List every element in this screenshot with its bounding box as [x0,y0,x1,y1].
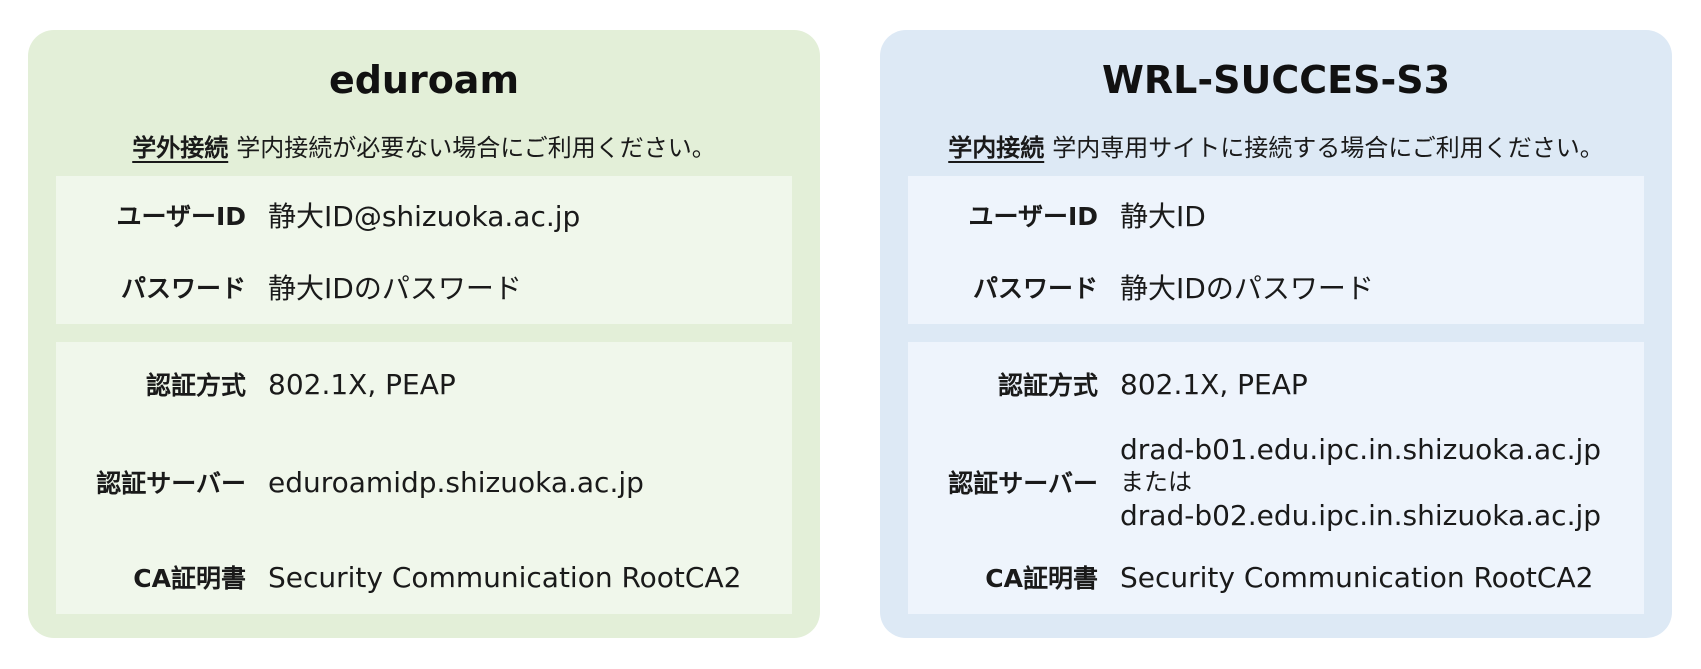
eduroam-card: eduroam 学外接続学内接続が必要ない場合にご利用ください。 ユーザーID … [28,30,820,638]
ca-certificate-row: CA証明書 Security Communication RootCA2 [56,541,792,613]
password-label: パスワード [120,274,246,303]
card-title: WRL-SUCCES-S3 [1101,58,1451,102]
password-row: パスワード 静大IDのパスワード [56,251,792,323]
user-id-label: ユーザーID [968,202,1098,231]
auth-server-value: drad-b01.edu.ipc.in.shizuoka.ac.jp または d… [1098,433,1601,532]
auth-method-row: 認証方式 802.1X, PEAP [56,345,792,423]
user-id-value: 静大ID@shizuoka.ac.jp [268,200,581,233]
auth-method-value: 802.1X, PEAP [1120,367,1308,401]
credentials-panel: ユーザーID 静大ID パスワード 静大IDのパスワード [908,176,1644,324]
user-id-row: ユーザーID 静大ID@shizuoka.ac.jp [56,179,792,251]
auth-server-label: 認証サーバー [96,469,246,498]
auth-server-primary: drad-b01.edu.ipc.in.shizuoka.ac.jp [1120,432,1602,466]
user-id-label: ユーザーID [116,202,246,231]
auth-server-or: または [1120,467,1192,496]
password-value: 静大IDのパスワード [268,272,522,305]
card-description: 学外接続学内接続が必要ない場合にご利用ください。 [56,124,792,176]
ca-certificate-label: CA証明書 [133,564,246,593]
ca-certificate-value: Security Communication RootCA2 [268,560,742,594]
auth-method-label: 認証方式 [997,371,1098,400]
auth-server-row: 認証サーバー eduroamidp.shizuoka.ac.jp [56,423,792,541]
description-text: 学内接続が必要ない場合にご利用ください。 [236,134,716,162]
user-id-row: ユーザーID 静大ID [908,179,1644,251]
credentials-panel: ユーザーID 静大ID@shizuoka.ac.jp パスワード 静大IDのパス… [56,176,792,324]
password-row: パスワード 静大IDのパスワード [908,251,1644,323]
connection-type-tag: 学外接続 [132,134,229,162]
user-id-value: 静大ID [1120,200,1206,233]
ca-certificate-row: CA証明書 Security Communication RootCA2 [908,541,1644,613]
card-description: 学内接続学内専用サイトに接続する場合にご利用ください。 [908,124,1644,176]
auth-server-value: eduroamidp.shizuoka.ac.jp [268,465,644,499]
ca-certificate-value: Security Communication RootCA2 [1120,560,1594,594]
auth-method-row: 認証方式 802.1X, PEAP [908,345,1644,423]
password-label: パスワード [972,274,1098,303]
auth-server-row: 認証サーバー drad-b01.edu.ipc.in.shizuoka.ac.j… [908,423,1644,541]
card-title: eduroam [328,58,520,102]
authentication-panel: 認証方式 802.1X, PEAP 認証サーバー eduroamidp.shiz… [56,342,792,614]
auth-method-label: 認証方式 [145,371,246,400]
password-value: 静大IDのパスワード [1120,272,1374,305]
connection-type-tag: 学内接続 [948,134,1045,162]
auth-server-secondary: drad-b02.edu.ipc.in.shizuoka.ac.jp [1120,498,1602,532]
authentication-panel: 認証方式 802.1X, PEAP 認証サーバー drad-b01.edu.ip… [908,342,1644,614]
wrl-succes-s3-card: WRL-SUCCES-S3 学内接続学内専用サイトに接続する場合にご利用ください… [880,30,1672,638]
description-text: 学内専用サイトに接続する場合にご利用ください。 [1052,134,1604,162]
auth-method-value: 802.1X, PEAP [268,367,456,401]
auth-server-label: 認証サーバー [948,469,1098,498]
ca-certificate-label: CA証明書 [985,564,1098,593]
